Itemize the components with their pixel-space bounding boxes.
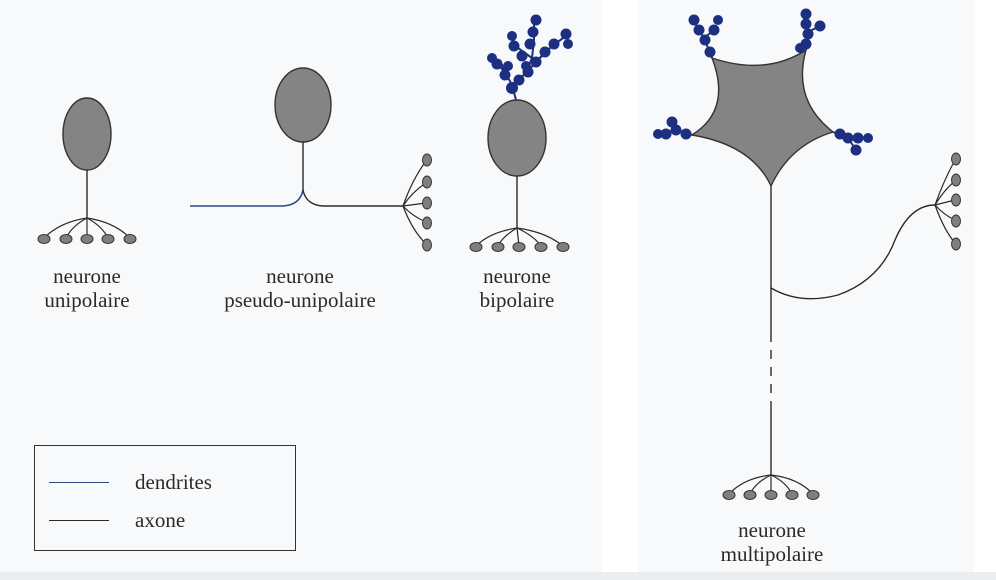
legend: dendrites axone xyxy=(34,445,296,551)
label-bipolar: neurone bipolaire xyxy=(460,264,574,312)
multipolar-soma xyxy=(690,48,835,188)
pseudo-dendrite xyxy=(190,189,304,207)
multipolar-collateral xyxy=(770,204,936,300)
bipolar-neuron xyxy=(469,14,573,252)
legend-label-axon: axone xyxy=(135,508,186,532)
bipolar-dendrite-dots xyxy=(487,14,573,94)
multipolar-dendrite-dots xyxy=(653,8,873,156)
unipolar-neuron xyxy=(37,97,137,244)
collateral-terminal-knobs xyxy=(951,152,961,251)
label-pseudo-line2: pseudo-unipolaire xyxy=(224,288,376,312)
multipolar-neuron xyxy=(653,8,961,500)
label-multipolar-line1: neurone xyxy=(738,518,806,542)
unipolar-soma xyxy=(62,97,112,171)
multipolar-terminal-knobs xyxy=(722,490,820,500)
label-multipolar-line2: multipolaire xyxy=(720,542,824,566)
pseudo-unipolar-neuron xyxy=(190,67,432,252)
pseudo-terminal-knobs xyxy=(422,153,432,252)
legend-swatch-axon xyxy=(49,520,109,521)
bipolar-terminal-knobs xyxy=(469,242,570,252)
bipolar-soma xyxy=(487,99,547,177)
label-pseudo-line1: neurone xyxy=(266,264,334,288)
pseudo-soma xyxy=(274,67,332,143)
legend-swatch-dendrites xyxy=(49,482,109,483)
label-unipolar-line2: unipolaire xyxy=(44,288,130,312)
label-multipolar: neurone multipolaire xyxy=(710,518,834,566)
label-bipolar-line1: neurone xyxy=(483,264,551,288)
pseudo-axon xyxy=(302,189,403,207)
label-unipolar: neurone unipolaire xyxy=(30,264,144,312)
label-bipolar-line2: bipolaire xyxy=(479,288,555,312)
label-pseudo-unipolar: neurone pseudo-unipolaire xyxy=(200,264,400,312)
unipolar-terminal-knobs xyxy=(37,234,137,244)
label-unipolar-line1: neurone xyxy=(53,264,121,288)
bottom-strip xyxy=(0,572,996,580)
legend-row-axon: axone xyxy=(35,508,295,534)
legend-label-dendrites: dendrites xyxy=(135,470,212,494)
legend-row-dendrites: dendrites xyxy=(35,470,295,496)
